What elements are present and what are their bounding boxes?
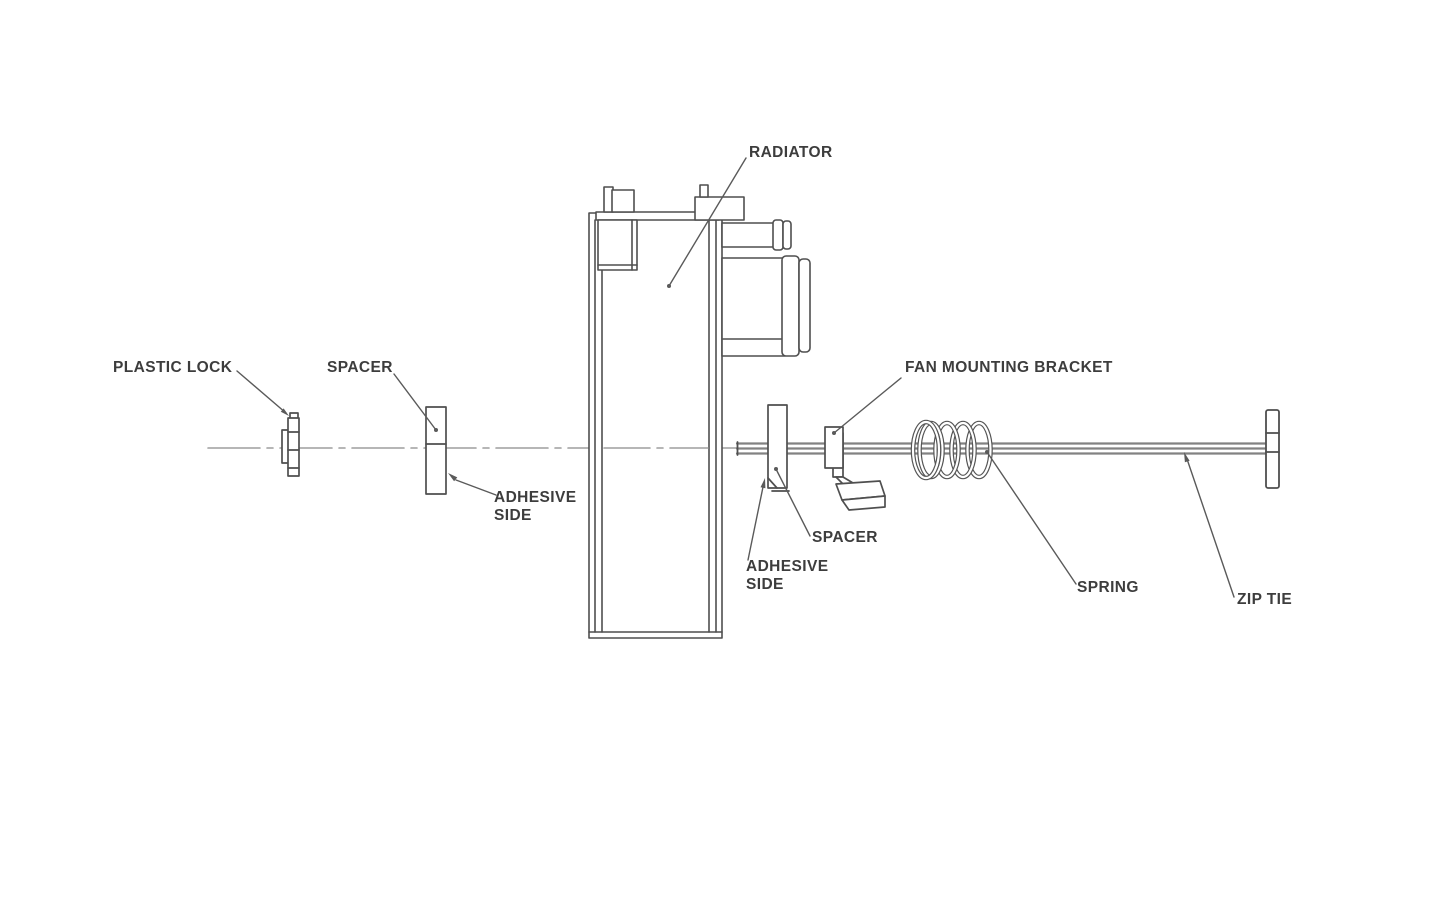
label-adhesive-side-right: ADHESIVE SIDE <box>746 558 828 594</box>
label-spacer-left: SPACER <box>327 359 393 376</box>
spacer-left-part <box>425 406 447 495</box>
label-zip-tie: ZIP TIE <box>1237 591 1293 608</box>
label-spring: SPRING <box>1077 579 1139 596</box>
leader-lines <box>236 157 1235 598</box>
label-adhesive-side-right-line2: SIDE <box>746 576 784 593</box>
label-adhesive-side-left-line2: SIDE <box>494 507 532 524</box>
label-fan-mounting-bracket: FAN MOUNTING BRACKET <box>905 359 1113 376</box>
spring-part <box>910 419 993 481</box>
label-spacer-right: SPACER <box>812 529 878 546</box>
spacer-right-part <box>767 404 790 492</box>
label-adhesive-side-left: ADHESIVE SIDE <box>494 489 576 525</box>
label-plastic-lock: PLASTIC LOCK <box>113 359 233 376</box>
label-radiator: RADIATOR <box>749 144 833 161</box>
label-adhesive-side-right-line1: ADHESIVE <box>746 558 829 575</box>
fan-mounting-bracket-part <box>824 426 886 511</box>
plastic-lock-part <box>281 412 300 477</box>
zip-tie-strap <box>735 441 1268 456</box>
radiator-part <box>588 184 811 639</box>
label-adhesive-side-left-line1: ADHESIVE <box>494 489 577 506</box>
zip-tie-head-part <box>1265 409 1280 489</box>
